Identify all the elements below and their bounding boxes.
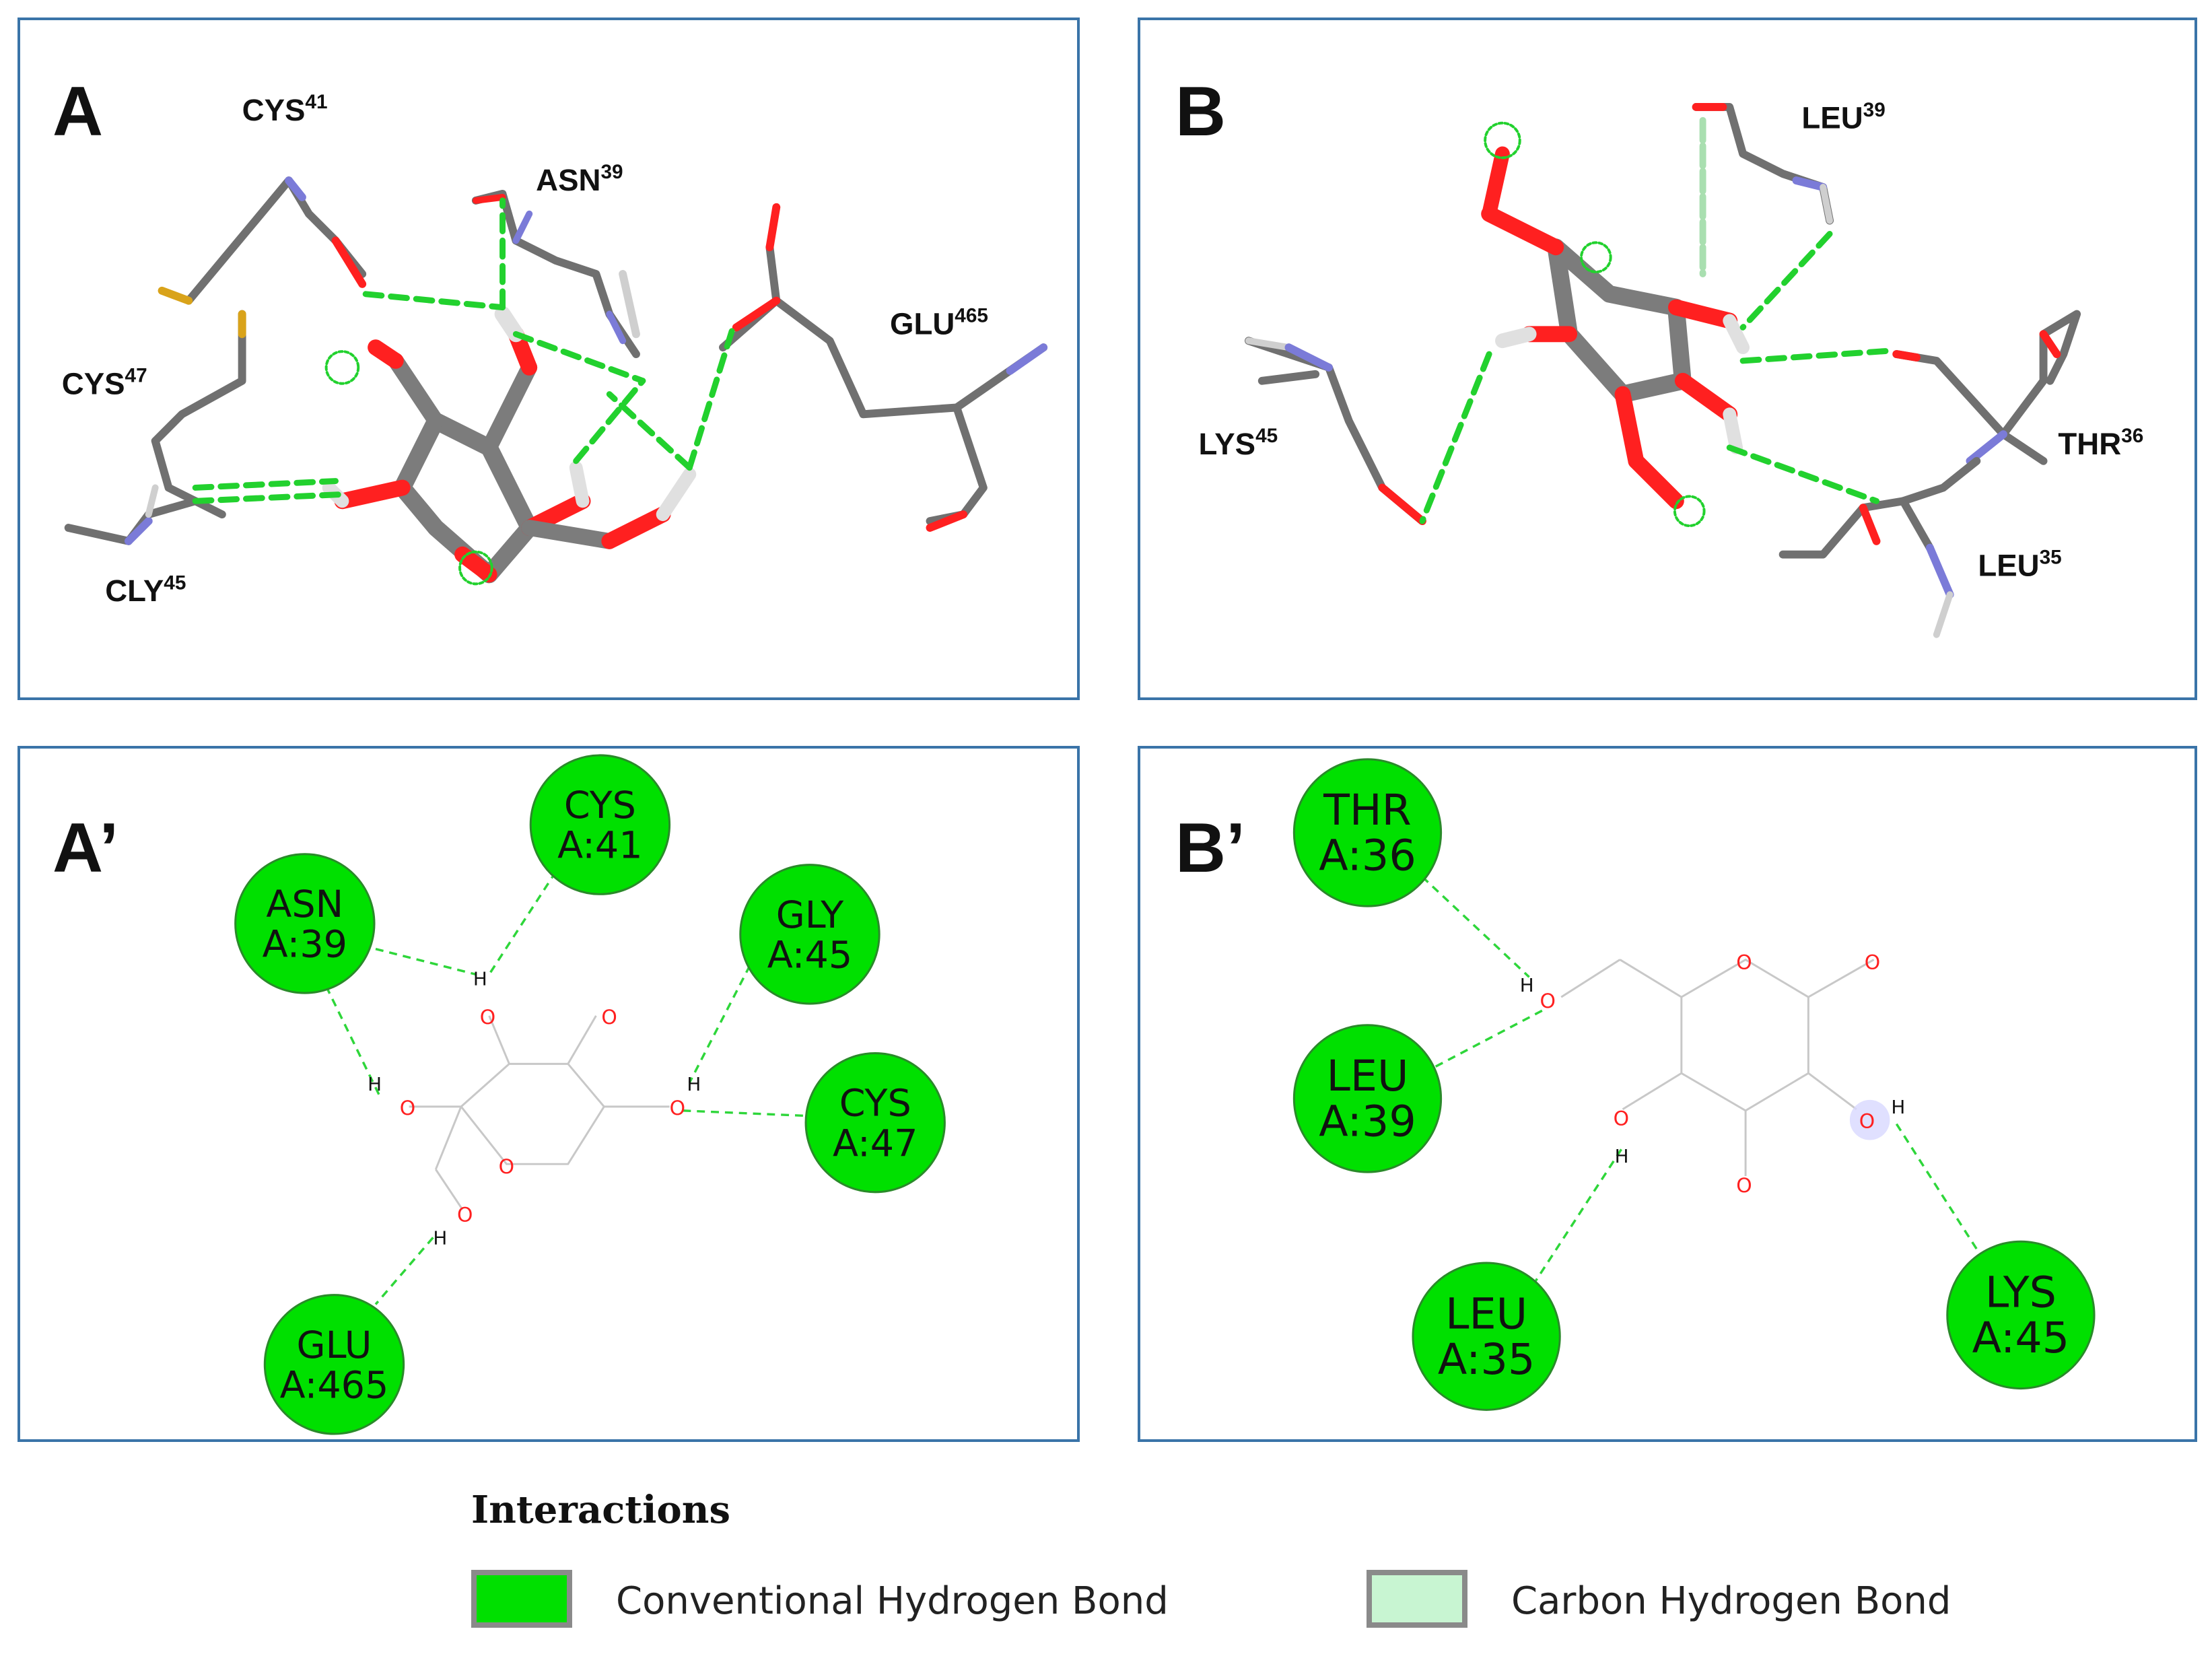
svg-text:THR: THR	[1323, 785, 1412, 835]
svg-text:LYS: LYS	[1985, 1268, 2057, 1317]
svg-text:LEU: LEU	[1326, 1051, 1408, 1101]
svg-text:O: O	[480, 1006, 495, 1029]
panel-b-3d-view: B	[1138, 18, 2197, 700]
svg-text:ASN: ASN	[266, 883, 343, 926]
legend-label-conventional: Conventional Hydrogen Bond	[616, 1579, 1169, 1623]
svg-text:A:39: A:39	[1319, 1097, 1416, 1146]
svg-text:LEU: LEU	[1445, 1288, 1527, 1338]
svg-text:O: O	[457, 1204, 473, 1227]
panel-a-3d-view: A	[18, 18, 1080, 700]
svg-text:O: O	[1736, 951, 1752, 974]
svg-text:A:45: A:45	[1972, 1313, 2070, 1363]
thr36-stick	[1892, 310, 2081, 439]
bubble-cys-a41: CYS A:41	[529, 754, 671, 895]
bubble-leu-a35: LEU A:35	[1412, 1262, 1561, 1411]
svg-text:O: O	[601, 1006, 617, 1029]
panel-a-letter: A	[53, 73, 104, 151]
svg-text:O: O	[1614, 1107, 1629, 1131]
bubble-asn-a39: ASN A:39	[234, 853, 376, 994]
svg-text:H: H	[433, 1227, 447, 1249]
legend-swatch-conventional	[471, 1570, 572, 1628]
panel-b-prime-2d-diagram: B’ O O O O O O H H H	[1138, 746, 2197, 1442]
svg-text:A:41: A:41	[557, 824, 642, 868]
ligand-skeleton-b2	[1560, 958, 1875, 1177]
svg-text:CYS: CYS	[564, 784, 636, 827]
res-a-cly45: CLY45	[105, 572, 186, 608]
panel-b-prime-letter: B’	[1175, 809, 1245, 887]
svg-text:CYS: CYS	[839, 1082, 911, 1126]
panel-a-prime-2d-diagram: A’ O O O O O O H H	[18, 746, 1080, 1442]
hbonds-a2	[325, 870, 810, 1305]
svg-text:A:47: A:47	[833, 1122, 918, 1165]
glu465-stick	[718, 296, 988, 526]
panel-a-prime-diagram: O O O O O O H H H H CYS A:41 ASN A:39	[234, 754, 946, 1435]
legend-label-carbon: Carbon Hydrogen Bond	[1511, 1579, 1951, 1623]
svg-text:O: O	[499, 1155, 514, 1179]
bubble-cys-a47: CYS A:47	[804, 1052, 946, 1194]
res-b-leu35: LEU35	[1978, 547, 2061, 583]
bubble-leu-a39: LEU A:39	[1292, 1024, 1443, 1173]
svg-text:H: H	[368, 1073, 382, 1095]
residue-bubbles-a2: CYS A:41 ASN A:39 GLY A:45 CYS A:47 GLU	[234, 754, 946, 1435]
legend-title: Interactions	[471, 1488, 731, 1532]
residue-bubbles-b2: THR A:36 LEU A:39 LEU A:35 LYS A:45	[1292, 758, 2096, 1411]
legend-swatch-carbon	[1367, 1570, 1467, 1628]
hbonds-b	[1419, 231, 1893, 524]
atoms-a2: O O O O O O H H H H	[368, 967, 701, 1249]
svg-text:H: H	[1891, 1096, 1905, 1118]
leu35-stick	[1778, 497, 1908, 559]
panel-b-structure: LEU39 LYS45 THR36 LEU35	[1199, 99, 2143, 638]
highlight-glow	[1849, 1099, 1890, 1140]
svg-text:O: O	[400, 1097, 415, 1120]
svg-text:A:465: A:465	[280, 1363, 389, 1407]
panel-a-structure: CYS41 ASN39 GLU465 CYS47 CLY45	[62, 91, 1048, 608]
svg-text:O: O	[670, 1097, 685, 1120]
res-a-cys41: CYS41	[242, 91, 328, 127]
svg-text:GLU: GLU	[297, 1323, 372, 1367]
res-b-lys45: LYS45	[1199, 425, 1278, 461]
svg-text:O: O	[1865, 951, 1880, 974]
bubble-thr-a36: THR A:36	[1292, 758, 1443, 907]
svg-text:O: O	[1859, 1110, 1875, 1134]
bubble-glu-a465: GLU A:465	[263, 1294, 405, 1435]
svg-text:A:36: A:36	[1319, 831, 1416, 881]
svg-text:A:35: A:35	[1438, 1334, 1535, 1384]
hbonds-b2	[1421, 876, 1986, 1292]
res-a-glu465: GLU465	[890, 304, 988, 341]
res-b-leu39: LEU39	[1801, 99, 1885, 135]
panel-b-prime-diagram: O O O O O O H H H THR A:36 LEU A:39 LEU	[1292, 758, 2096, 1411]
svg-text:GLY: GLY	[776, 893, 845, 937]
svg-text:H: H	[473, 967, 487, 990]
res-a-cys47: CYS47	[62, 365, 147, 401]
svg-text:O: O	[1540, 990, 1555, 1013]
bubble-gly-a45: GLY A:45	[739, 864, 880, 1005]
svg-text:H: H	[1615, 1145, 1629, 1167]
panel-a-prime-letter: A’	[53, 809, 119, 887]
svg-text:A:39: A:39	[263, 923, 347, 967]
panel-b-letter: B	[1175, 73, 1226, 151]
ligand-skeleton-a2	[409, 1015, 670, 1210]
bubble-lys-a45: LYS A:45	[1946, 1240, 2096, 1390]
hbonds-a	[192, 197, 736, 504]
interactions-legend: Interactions Conventional Hydrogen Bond …	[471, 1488, 2019, 1649]
res-a-asn39: ASN39	[536, 161, 623, 197]
svg-text:A:45: A:45	[767, 933, 852, 977]
svg-text:H: H	[1520, 974, 1534, 996]
ligand-ring-b	[1547, 238, 1692, 403]
cys47-stick	[151, 310, 246, 506]
res-b-thr36: THR36	[2058, 425, 2143, 461]
atoms-b2: O O O O O O H H H	[1520, 951, 1906, 1197]
svg-text:H: H	[687, 1073, 701, 1095]
svg-text:O: O	[1736, 1174, 1752, 1198]
